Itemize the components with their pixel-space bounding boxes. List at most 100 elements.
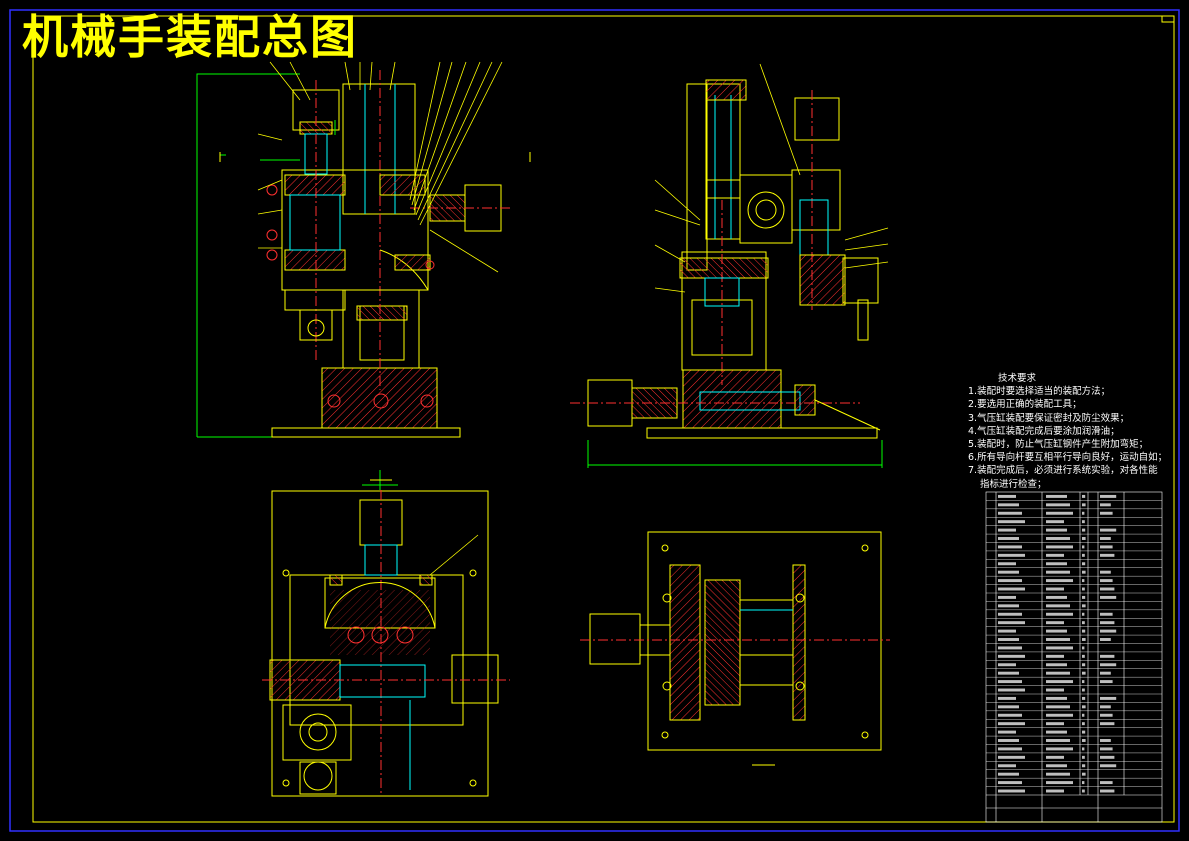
tech-item-7: 7.装配完成后，必须进行系统实验，对各性能 (968, 465, 1158, 477)
tech-item-5: 5.装配时，防止气压缸钢件产生附加弯矩； (968, 439, 1149, 451)
parts-list-cell-mark (1046, 705, 1070, 709)
parts-list-cell-mark (1046, 587, 1064, 591)
parts-list-cell-mark (1046, 646, 1073, 650)
parts-list-cell-mark (1082, 739, 1086, 742)
parts-list-cell-mark (998, 671, 1019, 675)
parts-list-cell-mark (1046, 595, 1067, 599)
side-view (570, 63, 889, 468)
parts-list-cell-mark (998, 579, 1022, 583)
tech-item-6: 6.所有导向杆要互相平行导向良好，运动自如； (968, 452, 1168, 464)
parts-list-cell-mark (1082, 545, 1085, 549)
parts-list-cell-mark (1100, 587, 1115, 591)
parts-list-cell-mark (1082, 494, 1086, 498)
tech-heading: 技术要求 (998, 373, 1037, 384)
tech-item-4: 4.气压缸装配完成后要涂加润滑油； (968, 425, 1120, 437)
parts-list-cell-mark (1100, 764, 1117, 768)
parts-list-cell-mark (1100, 528, 1117, 532)
parts-list-cell-mark (1082, 520, 1085, 524)
parts-list-cell-mark (1082, 511, 1085, 515)
parts-list-cell-mark (1046, 537, 1070, 540)
parts-list-cell-mark (1046, 781, 1073, 785)
parts-list-cell-mark (1100, 722, 1115, 726)
parts-list-cell-mark (998, 638, 1019, 641)
parts-list-cell-mark (1082, 595, 1086, 599)
parts-list-cell-mark (1082, 528, 1086, 532)
parts-list-cell-mark (1082, 612, 1085, 616)
parts-list-cell-mark (1100, 629, 1117, 633)
parts-list-cell-mark (1100, 579, 1113, 583)
parts-list-cell-mark (1082, 705, 1086, 709)
parts-list-cell-mark (1100, 494, 1117, 498)
parts-list-cell-mark (998, 772, 1019, 776)
parts-list-cell-mark (1100, 570, 1111, 574)
parts-list-cell-mark (1100, 638, 1111, 641)
parts-list-cell-mark (1082, 696, 1086, 700)
parts-list-cell-mark (1046, 696, 1067, 700)
parts-list-cell-mark (998, 680, 1022, 684)
parts-list-cell-mark (998, 696, 1016, 700)
top-view (262, 470, 510, 797)
parts-list-cell-mark (1100, 755, 1115, 759)
inner-border (32, 15, 1175, 823)
parts-list-cell-mark (1100, 553, 1115, 557)
parts-list-cell-mark (998, 545, 1022, 549)
parts-list-cell-mark (998, 663, 1016, 667)
parts-list-cell-mark (1082, 781, 1085, 785)
parts-list-cell-mark (1100, 789, 1115, 793)
parts-list-cell-mark (1082, 789, 1085, 793)
parts-list-cell-mark (1082, 654, 1085, 658)
parts-list-cell-mark (998, 587, 1025, 591)
parts-list-cell-mark (1100, 713, 1113, 717)
parts-list-cell-mark (1082, 713, 1085, 717)
parts-list-cell-mark (1082, 570, 1086, 574)
parts-list-cell-mark (998, 621, 1025, 625)
parts-list-cell-mark (998, 537, 1019, 540)
parts-list-cell-mark (998, 755, 1025, 759)
parts-list-cell-mark (1082, 722, 1085, 726)
tech-item-1: 1.装配时要选择适当的装配方法； (968, 386, 1111, 398)
parts-list-cell-mark (1100, 503, 1111, 507)
parts-list-cell-mark (1046, 511, 1073, 515)
parts-list-cell-mark (1100, 654, 1115, 658)
parts-list-cell-mark (1082, 503, 1086, 507)
parts-list-cell-mark (1046, 663, 1067, 667)
parts-list-cell-mark (1100, 739, 1111, 742)
parts-list-cell-mark (998, 553, 1025, 557)
parts-list-cell-mark (1046, 570, 1070, 574)
parts-list-rows (986, 500, 1162, 787)
parts-list-cell-mark (1082, 764, 1086, 768)
parts-list-cell-mark (1046, 764, 1067, 768)
parts-list-cell-mark (998, 595, 1016, 599)
parts-list-cell-mark (1046, 654, 1064, 658)
parts-list-cell-mark (1082, 755, 1085, 759)
parts-list-cell-mark (998, 789, 1025, 793)
parts-list-cell-mark (1046, 638, 1070, 641)
parts-list-cell-mark (1082, 621, 1085, 625)
corner-mark (1161, 15, 1175, 23)
parts-list-cell-mark (998, 570, 1019, 574)
parts-list-cell-mark (1082, 604, 1086, 608)
parts-list-cell-mark (1100, 705, 1111, 709)
parts-list-cell-mark (1100, 781, 1113, 785)
parts-list-cell-mark (1046, 680, 1073, 684)
parts-list-cell-mark (1082, 671, 1086, 675)
parts-list-cell-mark (1046, 755, 1064, 759)
parts-list-cell-mark (998, 747, 1022, 751)
parts-list-cell-mark (998, 612, 1022, 616)
parts-list-cell-mark (1100, 680, 1113, 684)
parts-list-cell-mark (1046, 604, 1070, 608)
parts-list-cell-mark (1082, 638, 1086, 641)
parts-list-cell-mark (1046, 553, 1064, 557)
parts-list-cell-mark (1082, 562, 1086, 566)
parts-list-cell-mark (998, 604, 1019, 608)
parts-list-cell-mark (1100, 545, 1113, 549)
parts-list-cell-mark (1082, 587, 1085, 591)
parts-list-cell-mark (1100, 621, 1115, 625)
parts-list-cell-mark (1046, 671, 1070, 675)
drawing-title: 机械手装配总图 (22, 10, 358, 64)
parts-list-cell-mark (1046, 562, 1067, 566)
parts-list-cell-mark (1100, 612, 1113, 616)
parts-list-cell-mark (1046, 713, 1073, 717)
parts-list-cell-mark (998, 511, 1022, 515)
parts-list-cell-mark (998, 781, 1022, 785)
